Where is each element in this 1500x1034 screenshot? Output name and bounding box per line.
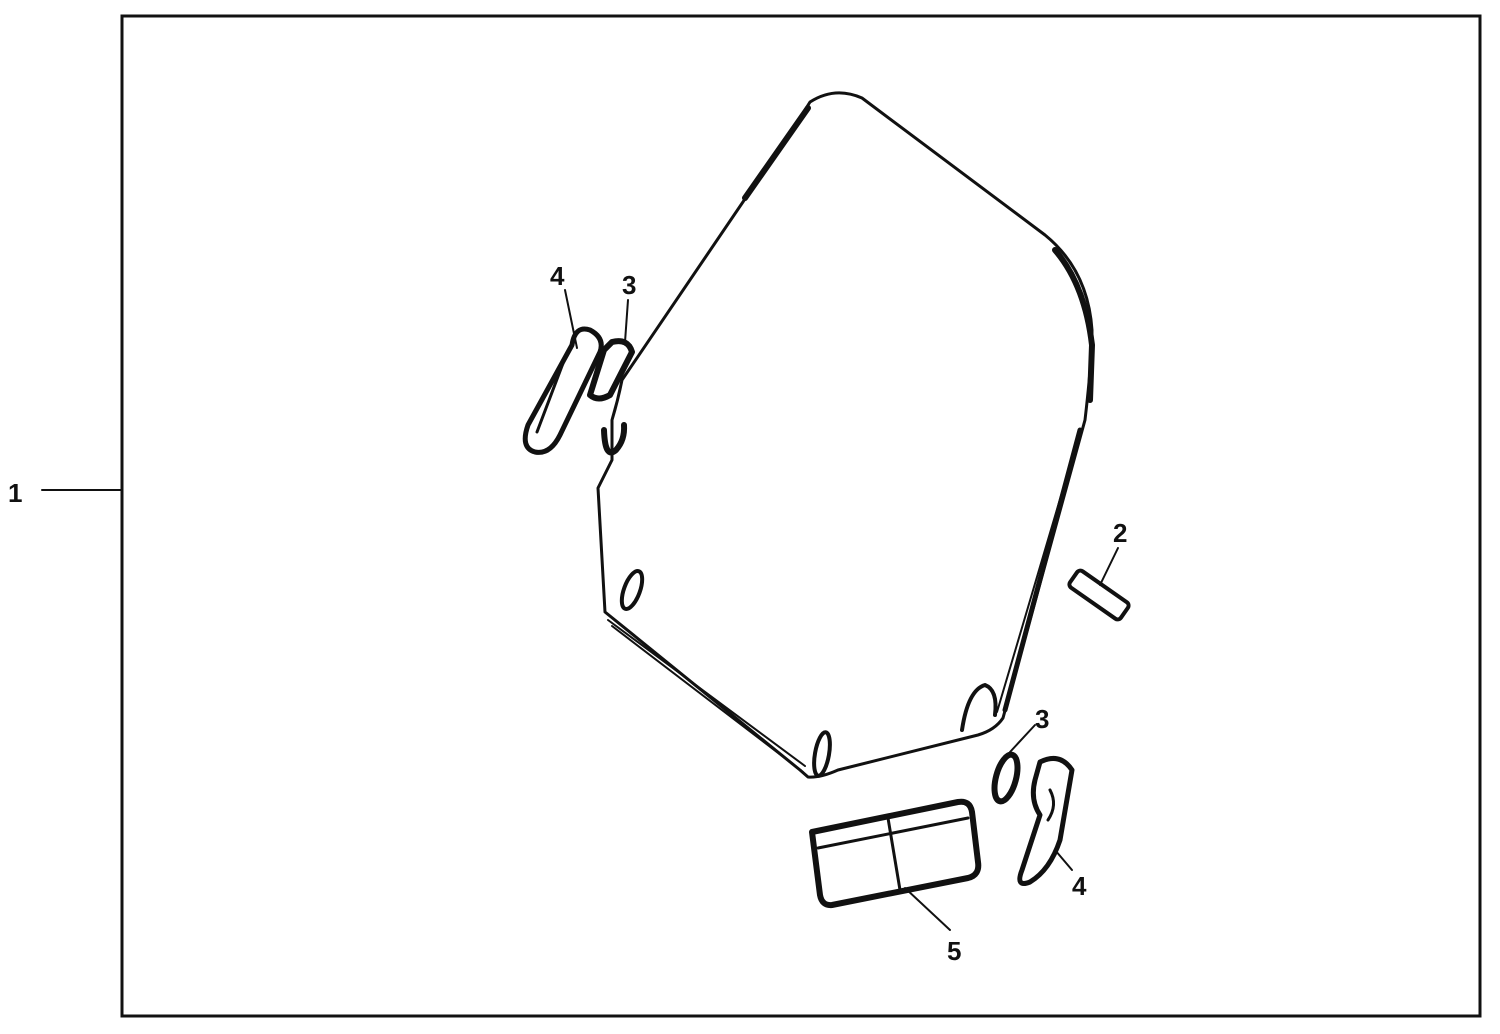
kit-frame: [120, 14, 1482, 1018]
part-2-pad: [1067, 547, 1131, 622]
callout-3-lower: 3: [1035, 704, 1049, 734]
callout-4-upper: 4: [550, 261, 565, 291]
windscreen-panel: [596, 91, 1095, 779]
part-5-card: [809, 798, 982, 931]
part-4-bracket-lower: [1017, 755, 1075, 886]
callout-1: 1: [8, 478, 22, 508]
callout-5: 5: [947, 936, 961, 966]
part-3-grommet-upper: [587, 299, 635, 402]
callout-3-upper: 3: [622, 270, 636, 300]
callout-2: 2: [1113, 518, 1127, 548]
part-3-grommet-lower: [991, 724, 1036, 805]
callout-4-lower: 4: [1072, 871, 1087, 901]
part-4-bracket-upper: [522, 289, 604, 455]
